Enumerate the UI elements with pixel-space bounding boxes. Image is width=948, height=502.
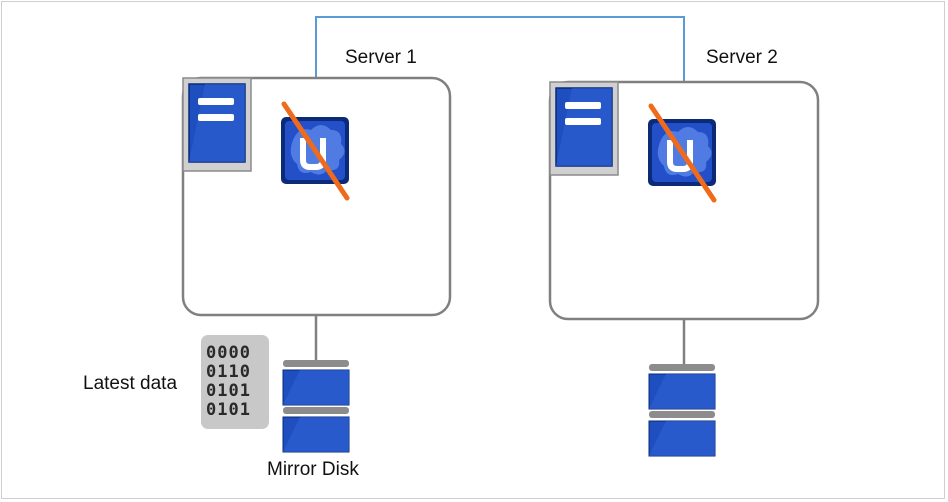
mirror-disk-label: Mirror Disk — [267, 459, 359, 480]
data-bits-row: 0110 — [206, 362, 251, 382]
server-2-label: Server 2 — [706, 47, 778, 68]
stopped-strike-icon — [648, 103, 717, 203]
mirror-disk-2-icon — [648, 364, 716, 457]
data-card-icon — [201, 335, 269, 429]
network-line — [315, 16, 685, 82]
server-1-label: Server 1 — [345, 47, 417, 68]
mirror-disk-1-icon — [282, 360, 350, 453]
latest-data-label: Latest data — [83, 373, 178, 394]
server-icon — [549, 81, 619, 176]
data-bits-row: 0101 — [206, 381, 251, 401]
stopped-strike-icon — [281, 101, 350, 201]
server-icon — [182, 77, 252, 172]
data-bits-row: 0000 — [206, 343, 251, 363]
data-bits-row: 0101 — [206, 400, 251, 420]
